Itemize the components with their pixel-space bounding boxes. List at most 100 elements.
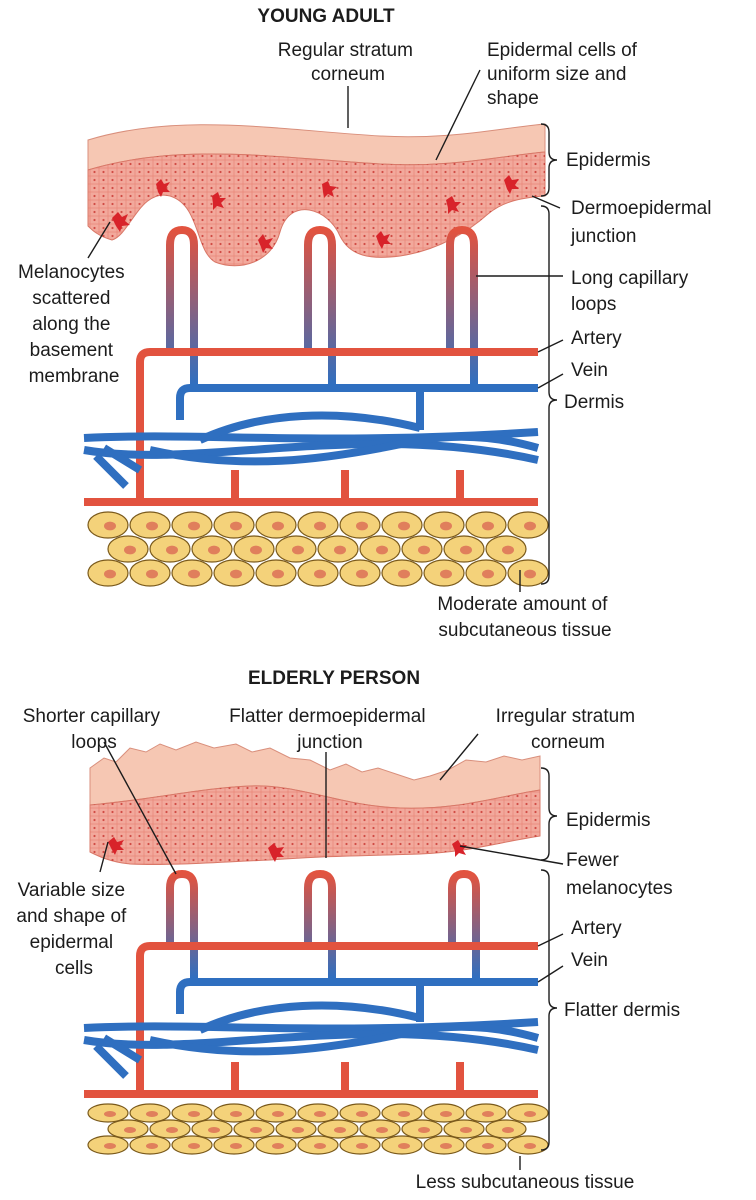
label-irregular-stratum-corneum: Irregular stratum corneum xyxy=(496,706,641,753)
panel-title: YOUNG ADULT xyxy=(257,6,395,27)
fat-cell-nucleus xyxy=(440,1143,452,1149)
fat-cell-nucleus xyxy=(208,1127,220,1133)
fat-cell-nucleus xyxy=(398,1111,410,1117)
fat-cell-nucleus xyxy=(146,569,158,579)
fat-cell-nucleus xyxy=(124,1127,136,1133)
elderly-skin-illustration xyxy=(83,741,549,1155)
fat-cell-nucleus xyxy=(166,545,178,555)
fat-cell-nucleus xyxy=(292,545,304,555)
label-artery: Artery xyxy=(571,328,622,349)
panel-elderly-person: ELDERLY PERSON xyxy=(16,668,680,1193)
fat-cell-nucleus xyxy=(524,1111,536,1117)
fat-cell-nucleus xyxy=(502,545,514,555)
capillary-loops xyxy=(166,225,478,389)
fat-cell-nucleus xyxy=(250,1127,262,1133)
brackets xyxy=(531,123,561,585)
panel-title: ELDERLY PERSON xyxy=(248,668,420,689)
label-shorter-capillary-loops: Shorter capillary loops xyxy=(23,706,166,753)
brackets xyxy=(540,767,558,1151)
fat-cell-nucleus xyxy=(398,569,410,579)
fat-cell-nucleus xyxy=(482,521,494,531)
subcutaneous-fat xyxy=(87,1103,549,1155)
label-epidermis: Epidermis xyxy=(566,810,650,831)
melanocytes xyxy=(108,837,467,862)
fat-cell-nucleus xyxy=(356,1111,368,1117)
fat-cell-nucleus xyxy=(334,545,346,555)
fat-cell-nucleus xyxy=(230,521,242,531)
fat-cell-nucleus xyxy=(272,569,284,579)
fat-cell-nucleus xyxy=(146,1143,158,1149)
fat-cell-nucleus xyxy=(356,1143,368,1149)
fat-cell-nucleus xyxy=(398,521,410,531)
fat-cell-nucleus xyxy=(272,1111,284,1117)
leader-lines xyxy=(99,733,564,1170)
label-melanocytes-scattered: Melanocytes scattered along the basement… xyxy=(18,262,130,387)
fat-cell-nucleus xyxy=(314,1111,326,1117)
fat-cell-nucleus xyxy=(524,1143,536,1149)
fat-cell-nucleus xyxy=(440,521,452,531)
fat-cell-nucleus xyxy=(292,1127,304,1133)
fat-cell-nucleus xyxy=(440,569,452,579)
fat-cell-nucleus xyxy=(208,545,220,555)
young-skin-illustration xyxy=(83,123,549,587)
label-dermis: Dermis xyxy=(564,392,624,413)
label-regular-stratum-corneum: Regular stratum corneum xyxy=(278,40,418,85)
fat-cell-nucleus xyxy=(166,1127,178,1133)
label-long-capillary-loops: Long capillary loops xyxy=(571,268,694,315)
label-artery: Artery xyxy=(571,918,622,939)
fat-cell-nucleus xyxy=(524,569,536,579)
fat-cell-nucleus xyxy=(482,569,494,579)
label-dermoepidermal-junction: Dermoepidermal junction xyxy=(570,198,717,247)
label-vein: Vein xyxy=(571,950,608,971)
melanocytes xyxy=(112,175,519,253)
fat-cell-nucleus xyxy=(376,545,388,555)
fat-cell-nucleus xyxy=(460,1127,472,1133)
fat-cell-nucleus xyxy=(440,1111,452,1117)
fat-cell-nucleus xyxy=(524,521,536,531)
fat-cell-nucleus xyxy=(482,1111,494,1117)
fat-cell-nucleus xyxy=(376,1127,388,1133)
fat-cell-nucleus xyxy=(314,1143,326,1149)
label-variable-size-cells: Variable size and shape of epidermal cel… xyxy=(16,880,131,979)
fat-cell-nucleus xyxy=(188,1111,200,1117)
fat-cell-nucleus xyxy=(104,1143,116,1149)
fat-cell-nucleus xyxy=(398,1143,410,1149)
fat-cell-nucleus xyxy=(188,1143,200,1149)
label-vein: Vein xyxy=(571,360,608,381)
vein-network xyxy=(83,384,540,489)
fat-cell-nucleus xyxy=(230,1111,242,1117)
label-flatter-dermoepidermal-junction: Flatter dermoepidermal junction xyxy=(229,706,431,753)
fat-cell-nucleus xyxy=(314,521,326,531)
fat-cell-nucleus xyxy=(314,569,326,579)
label-less-subcutaneous: Less subcutaneous tissue xyxy=(416,1172,635,1193)
fat-cell-nucleus xyxy=(356,569,368,579)
capillary-loops xyxy=(166,869,480,982)
label-epidermal-cells-uniform: Epidermal cells of uniform size and shap… xyxy=(487,40,642,109)
fat-cell-nucleus xyxy=(230,1143,242,1149)
fat-cell-nucleus xyxy=(356,521,368,531)
subcutaneous-fat xyxy=(87,511,549,587)
label-fewer-melanocytes: Fewer melanocytes xyxy=(566,850,673,899)
fat-cell-nucleus xyxy=(250,545,262,555)
fat-cell-nucleus xyxy=(230,569,242,579)
fat-cell-nucleus xyxy=(272,1143,284,1149)
artery-network xyxy=(84,942,538,1098)
fat-cell-nucleus xyxy=(124,545,136,555)
fat-cell-nucleus xyxy=(418,545,430,555)
fat-cell-nucleus xyxy=(418,1127,430,1133)
label-flatter-dermis: Flatter dermis xyxy=(564,1000,680,1021)
fat-cell-nucleus xyxy=(104,521,116,531)
fat-cell-nucleus xyxy=(502,1127,514,1133)
label-epidermis: Epidermis xyxy=(566,150,650,171)
fat-cell-nucleus xyxy=(146,1111,158,1117)
fat-cell-nucleus xyxy=(104,1111,116,1117)
vein-network xyxy=(83,978,540,1079)
fat-cell-nucleus xyxy=(482,1143,494,1149)
fat-cell-nucleus xyxy=(188,569,200,579)
panel-young-adult: YOUNG ADULT xyxy=(18,6,717,641)
fat-cell-nucleus xyxy=(104,569,116,579)
label-moderate-subcutaneous: Moderate amount of subcutaneous tissue xyxy=(437,594,612,641)
artery-network xyxy=(84,348,538,506)
fat-cell-nucleus xyxy=(188,521,200,531)
